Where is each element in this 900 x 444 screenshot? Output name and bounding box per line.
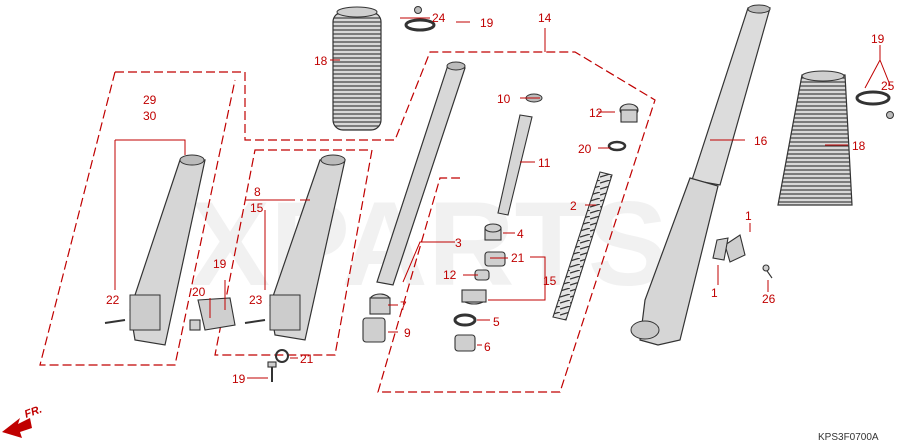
callout-8: 8 xyxy=(254,185,261,199)
fork-slider-middle xyxy=(244,154,346,341)
callout-24: 21 xyxy=(511,251,525,265)
front-direction-marker: FR. xyxy=(2,403,44,438)
callout-5: 5 xyxy=(493,315,500,329)
callout-19-right: 19 xyxy=(871,32,885,46)
callout-27-left: 24 xyxy=(432,11,446,25)
right-fork-boot xyxy=(777,70,853,206)
callout-2: 2 xyxy=(570,199,577,213)
callout-4: 4 xyxy=(517,227,524,241)
callout-12: 12 xyxy=(443,268,457,282)
diagram-reference-code: KPS3F0700A xyxy=(818,432,879,443)
boot-clamp-left xyxy=(404,6,436,32)
callout-26-left: 22 xyxy=(106,293,120,307)
callout-27-right: 25 xyxy=(881,79,895,93)
callout-22: 20 xyxy=(192,285,206,299)
callout-17: 16 xyxy=(754,134,768,148)
callout-18-right: 18 xyxy=(852,139,866,153)
callout-15: 15 xyxy=(543,274,557,288)
callout-6: 6 xyxy=(484,340,491,354)
callout-13: 12 xyxy=(589,106,603,120)
leader-lines xyxy=(114,17,891,379)
callout-9: 9 xyxy=(404,326,411,340)
fork-tube-3 xyxy=(376,61,466,286)
fork-tube-17 xyxy=(630,4,771,346)
callout-14: 14 xyxy=(538,11,552,25)
callout-26-middle: 23 xyxy=(249,293,263,307)
callout-labels: 24 19 14 18 29 30 10 12 20 16 18 19 25 1… xyxy=(106,11,895,386)
front-marker-label: FR. xyxy=(23,403,44,420)
callout-19-left: 19 xyxy=(480,16,494,30)
callout-21: 19 xyxy=(232,372,246,386)
left-group-frame xyxy=(115,51,656,393)
callout-30: 30 xyxy=(143,109,157,123)
callout-7: 7 xyxy=(400,299,407,313)
callout-28: 26 xyxy=(762,292,776,306)
group-frames xyxy=(39,51,656,393)
callout-1-b: 1 xyxy=(711,286,718,300)
callout-10: 10 xyxy=(497,92,511,106)
fork-slider-left xyxy=(104,154,206,346)
left-outer-frame xyxy=(39,71,236,366)
callout-11: 11 xyxy=(538,156,551,170)
left-fork-boot xyxy=(332,6,382,131)
middle-frame xyxy=(214,149,373,356)
callout-16: 15 xyxy=(250,201,264,215)
callout-23: 21 xyxy=(300,352,314,366)
callout-1-a: 1 xyxy=(745,209,752,223)
callout-29: 29 xyxy=(143,93,157,107)
callout-18-left: 18 xyxy=(314,54,328,68)
callout-3: 3 xyxy=(455,236,462,250)
boot-clamp-right xyxy=(855,90,894,119)
callout-20: 19 xyxy=(213,257,227,271)
small-parts xyxy=(189,103,773,382)
callout-25: 20 xyxy=(578,142,592,156)
fork-spring-2 xyxy=(552,171,613,321)
